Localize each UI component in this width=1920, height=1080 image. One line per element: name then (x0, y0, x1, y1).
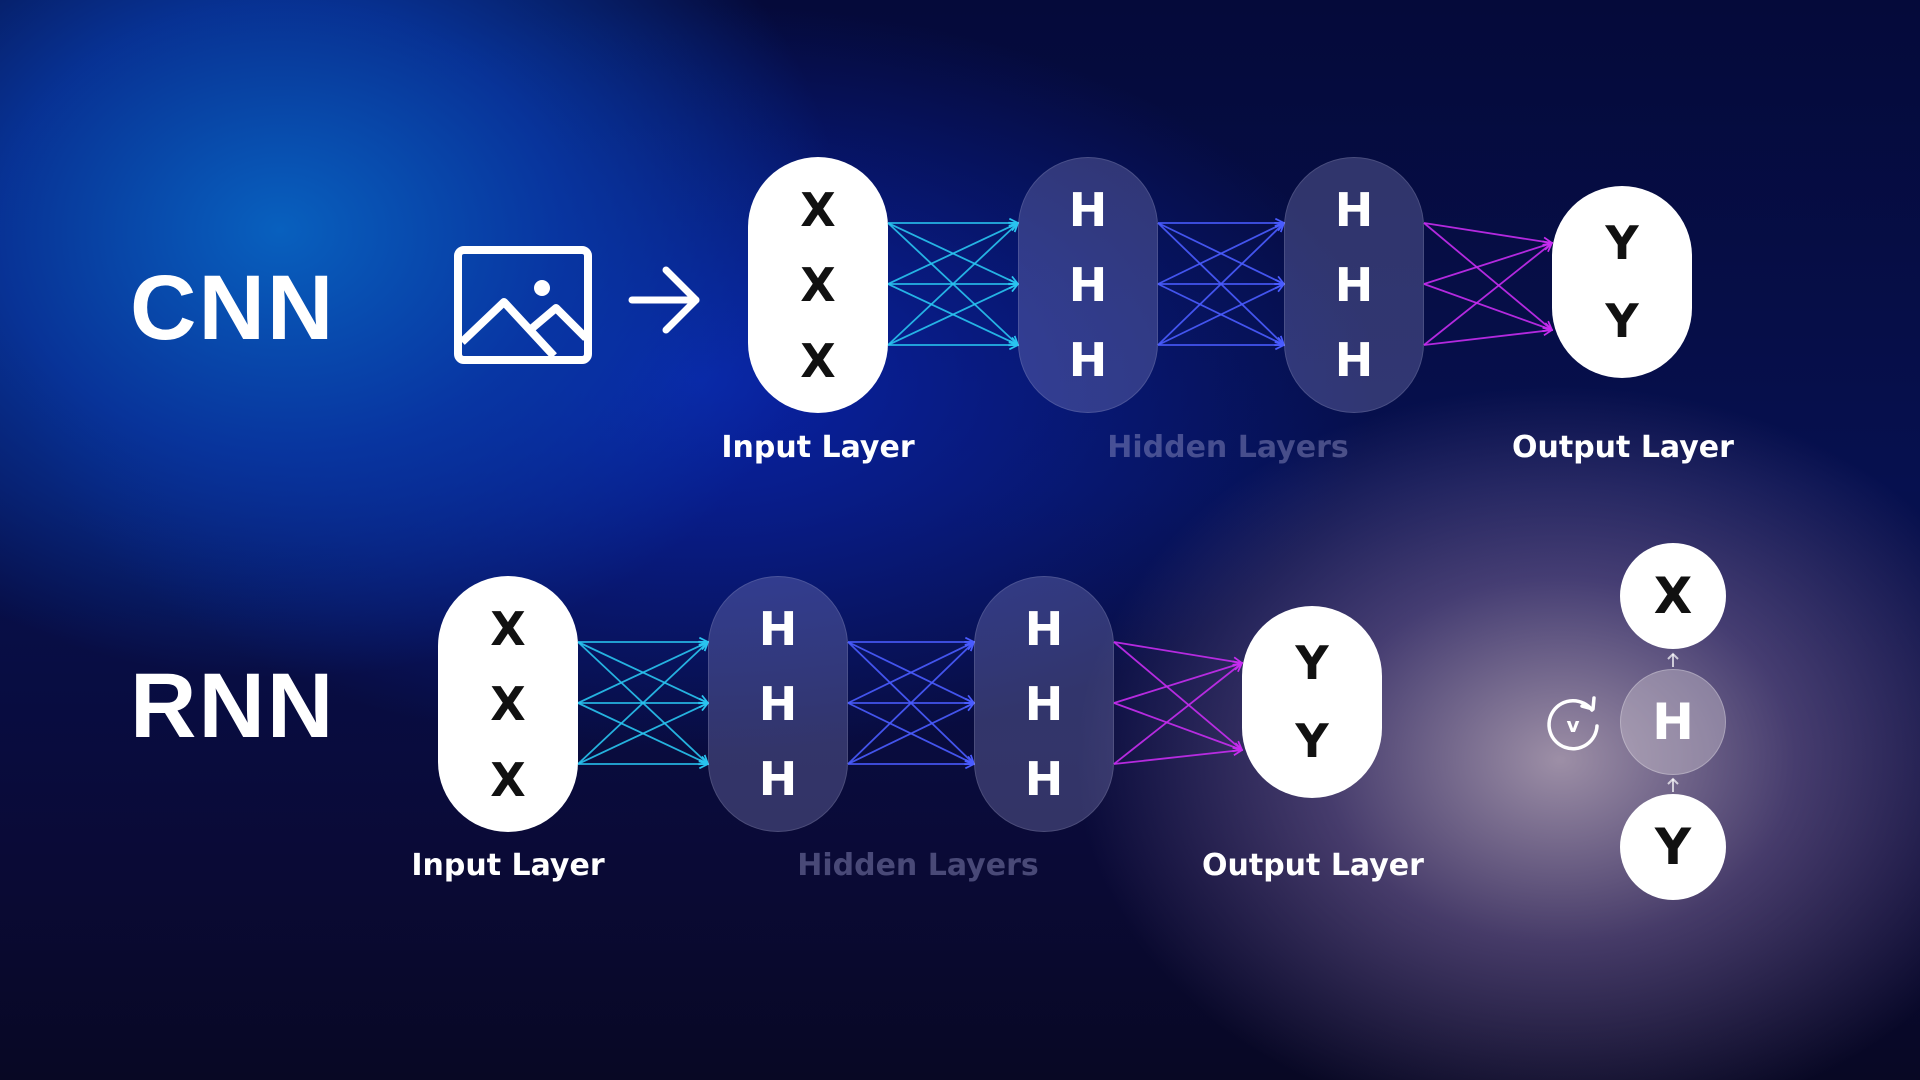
recurrent-cell-bottom-node: Y (1620, 794, 1726, 900)
rnn-input-layer: X X X (438, 576, 578, 832)
cnn-hidden-node: H (1334, 258, 1374, 312)
arrow-right-icon (628, 262, 704, 338)
cnn-output-node: Y (1605, 216, 1639, 270)
layer-connection (1423, 222, 1552, 330)
rnn-hidden-node: H (758, 677, 798, 731)
cnn-input-node: X (800, 258, 836, 312)
rnn-hidden-node: H (1024, 677, 1064, 731)
cnn-title: CNN (130, 257, 336, 359)
layer-connection (1157, 284, 1284, 346)
rnn-input-caption: Input Layer (411, 848, 605, 883)
layer-connection (1423, 222, 1552, 243)
layer-connection (887, 284, 1018, 346)
cnn-hidden-node: H (1068, 183, 1108, 237)
cnn-hidden-node: H (1334, 183, 1374, 237)
cnn-output-caption: Output Layer (1512, 430, 1734, 465)
rnn-hidden-node: H (758, 602, 798, 656)
cnn-hidden-node: H (1334, 333, 1374, 387)
rnn-hidden-layer-1: H H H (708, 576, 848, 832)
layer-connection (577, 642, 708, 704)
layer-connection (1157, 223, 1284, 285)
layer-connection (1423, 243, 1552, 346)
layer-connection (847, 642, 974, 704)
cnn-output-node: Y (1605, 294, 1639, 348)
cnn-hidden-node: H (1068, 258, 1108, 312)
layer-connection (1423, 243, 1552, 285)
layer-connection (577, 642, 708, 765)
cnn-hidden-layer-1: H H H (1018, 157, 1158, 413)
layer-connection (1113, 750, 1242, 765)
recurrent-cell-top-node: X (1620, 543, 1726, 649)
cnn-hidden-node: H (1068, 333, 1108, 387)
layer-connection (1113, 641, 1242, 750)
rnn-output-layer: Y Y (1242, 606, 1382, 798)
layer-connection (887, 223, 1018, 346)
layer-connection (1113, 663, 1242, 704)
rnn-hidden-node: H (1024, 602, 1064, 656)
layer-connection (847, 642, 974, 765)
layer-connection (1113, 641, 1242, 663)
layer-connection (577, 703, 708, 765)
layer-connection (1113, 702, 1242, 750)
rnn-hidden-node: H (1024, 752, 1064, 806)
rnn-output-node: Y (1295, 714, 1329, 768)
rnn-hidden-node: H (758, 752, 798, 806)
recurrent-cell-middle-node: H (1620, 669, 1726, 775)
cnn-output-layer: Y Y (1552, 186, 1692, 378)
layer-connection (1157, 223, 1284, 346)
rnn-output-caption: Output Layer (1202, 848, 1424, 883)
cnn-input-caption: Input Layer (721, 430, 915, 465)
rnn-hidden-caption: Hidden Layers (797, 848, 1039, 883)
layer-connection (1423, 330, 1552, 346)
rnn-input-node: X (490, 677, 526, 731)
recurrent-cell-up-arrow (1666, 652, 1680, 668)
recurrent-loop-letter: v (1566, 713, 1579, 737)
recurrent-loop-icon: v (1540, 692, 1606, 754)
layer-connection (1423, 283, 1552, 330)
rnn-input-node: X (490, 752, 526, 807)
rnn-output-node: Y (1295, 636, 1329, 690)
rnn-hidden-layer-2: H H H (974, 576, 1114, 832)
rnn-input-node: X (490, 601, 526, 656)
cnn-input-node: X (800, 333, 836, 388)
cnn-hidden-caption: Hidden Layers (1107, 430, 1349, 465)
image-icon (454, 246, 592, 364)
rnn-title: RNN (130, 655, 336, 757)
layer-connection (847, 703, 974, 765)
recurrent-cell-up-arrow (1666, 777, 1680, 793)
cnn-hidden-layer-2: H H H (1284, 157, 1424, 413)
cnn-input-node: X (800, 182, 836, 237)
cnn-input-layer: X X X (748, 157, 888, 413)
layer-connection (887, 223, 1018, 285)
layer-connection (1113, 663, 1242, 765)
